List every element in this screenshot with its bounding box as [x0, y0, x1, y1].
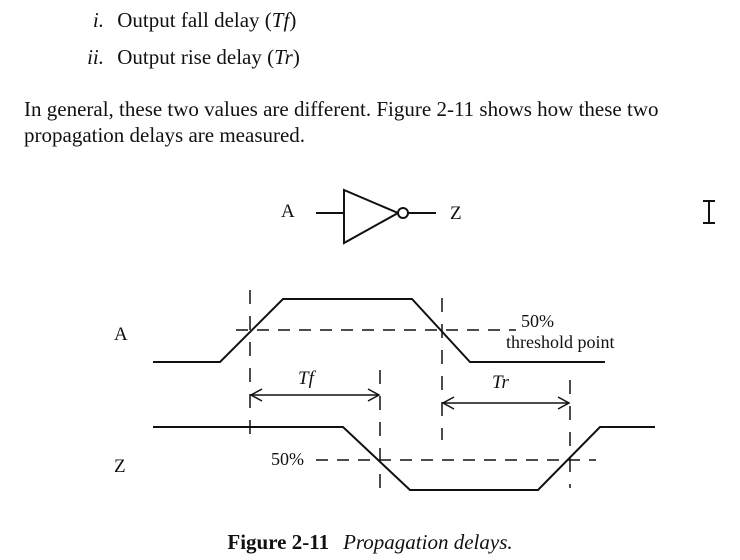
waveform-z-label: Z [114, 456, 126, 477]
waveform-a-label: A [114, 324, 128, 345]
list-marker: ii. [87, 45, 104, 69]
list-text: Output rise delay ( [117, 45, 275, 69]
gate-input-label: A [281, 201, 295, 222]
body-paragraph: In general, these two values are differe… [24, 97, 659, 147]
tr-arrow [441, 396, 571, 410]
list-symbol: Tf [271, 8, 290, 32]
figure-number: Figure 2-11 [227, 530, 330, 554]
waveform-z [153, 426, 655, 491]
propagation-delay-figure: A Z A Z 50% threshold point 50% Tf Tr [114, 188, 655, 491]
gate-output-label: Z [450, 203, 462, 224]
z-threshold-pct-label: 50% [271, 449, 304, 469]
inverter-gate [316, 188, 436, 245]
figure-title: Propagation delays. [343, 530, 513, 554]
figure-caption: Figure 2-11 Propagation delays. [0, 530, 740, 555]
tf-arrow [249, 388, 381, 402]
list-text-end: ) [292, 45, 300, 69]
waveform-a [153, 298, 605, 363]
list-text: Output fall delay ( [117, 8, 272, 32]
tr-label: Tr [492, 372, 510, 393]
list-item-rise-delay: ii. Output rise delay (Tr) [60, 45, 300, 69]
threshold-point-label: threshold point [506, 332, 615, 352]
list-marker: i. [92, 8, 104, 32]
list-item-fall-delay: i. Output fall delay (Tf) [60, 8, 296, 32]
list-symbol: Tr [274, 45, 293, 69]
tf-label: Tf [298, 368, 317, 389]
gate-bubble [397, 207, 409, 219]
threshold-pct-label: 50% [521, 311, 554, 331]
gate-triangle [343, 188, 401, 245]
text-cursor-icon [703, 200, 715, 224]
list-text-end: ) [289, 8, 297, 32]
